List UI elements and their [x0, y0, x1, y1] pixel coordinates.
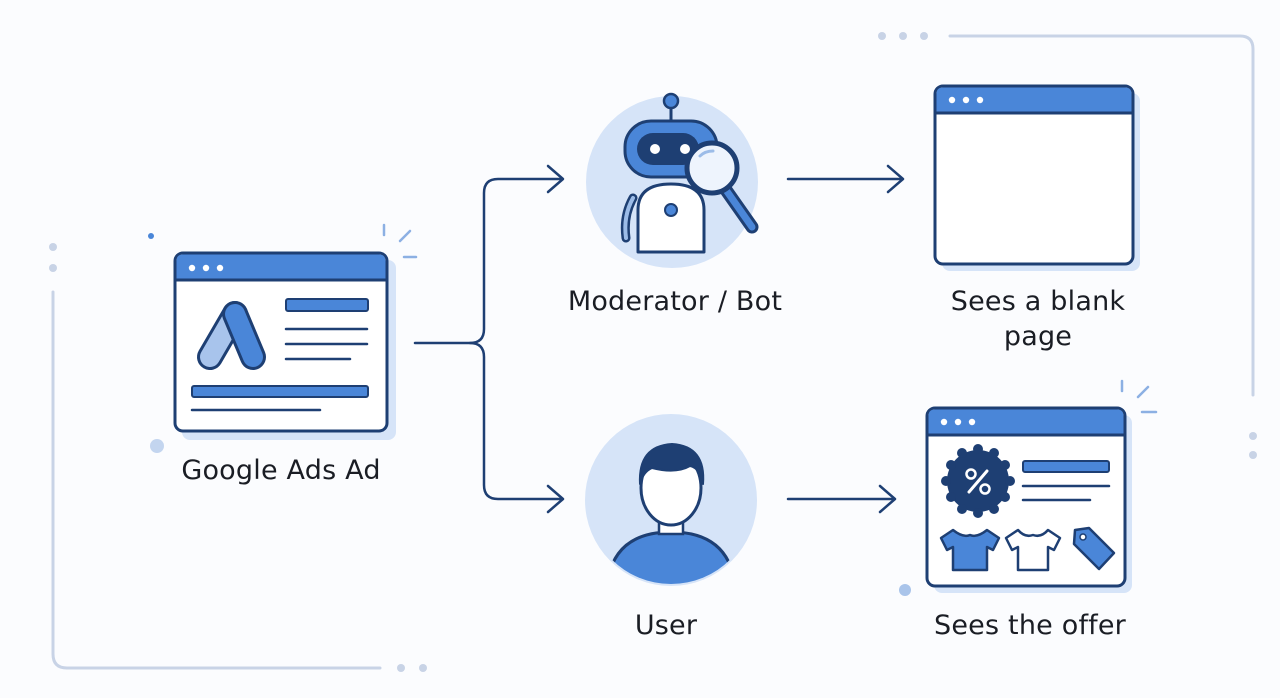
blank-browser-window-icon [933, 84, 1140, 271]
node-label-offer: Sees the offer [934, 610, 1126, 641]
frame-bottom-left-line [51, 290, 382, 670]
node-label-ad: Google Ads Ad [181, 455, 381, 486]
connector-ad-to-user [468, 341, 562, 501]
shop-browser-window-icon [925, 406, 1132, 593]
arrowhead-to-offer [878, 484, 897, 514]
percent-badge-icon [941, 444, 1015, 518]
google-ads-logo-icon [173, 251, 396, 440]
connector-ad-to-moderator [413, 177, 562, 345]
robot-with-magnifier-icon [586, 92, 759, 268]
user-avatar-icon [585, 414, 757, 586]
decorative-frame [51, 34, 1255, 670]
arrowhead-to-user [546, 484, 565, 514]
connectors [413, 164, 905, 514]
frame-top-right-line [948, 34, 1255, 397]
node-label-user: User [634, 610, 698, 641]
decorative-dots [49, 32, 1257, 672]
node-label-blank: Sees a blank page [950, 286, 1126, 352]
arrowhead-to-moderator [546, 164, 565, 194]
arrowhead-to-blank [886, 164, 905, 194]
node-label-moderator: Moderator / Bot [567, 286, 783, 317]
sparkle-marks [382, 223, 1158, 414]
